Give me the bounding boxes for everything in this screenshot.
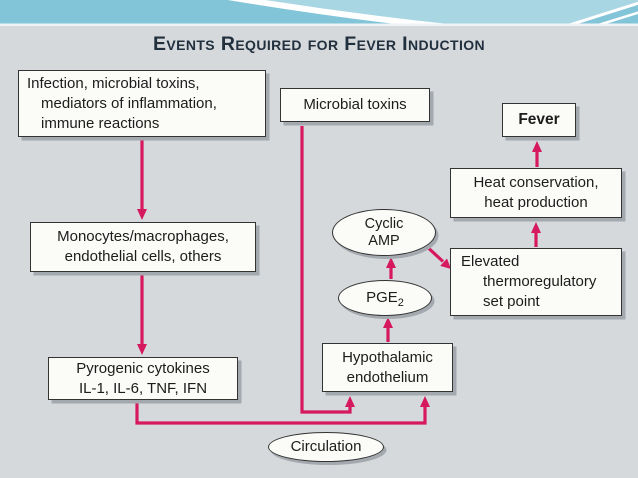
node-text-line: PGE2 (366, 288, 404, 309)
edge-pge2-to-cyclic-amp (386, 257, 396, 279)
node-text-line: Cyclic (364, 215, 404, 232)
node-monocytes-macrophages: Monocytes/macrophages, endothelial cells… (30, 222, 256, 272)
header-diagonal-line-1 (562, 1, 638, 26)
node-text-line: thermoregulatory (483, 273, 597, 290)
node-text-line: IL-1, IL-6, TNF, IFN (78, 379, 208, 397)
node-text-line: set point (483, 293, 540, 310)
node-text-line: Microbial toxins (303, 96, 407, 113)
edge-infection-to-monocytes (137, 140, 147, 220)
node-text-line: mediators of inflammation, (41, 95, 217, 112)
node-text-line: AMP (368, 232, 400, 249)
node-text-line: Circulation (290, 438, 362, 455)
node-fever: Fever (502, 103, 576, 137)
node-text-line: heat production (484, 194, 588, 211)
pge2-text: PGE (366, 288, 398, 306)
header-divider (0, 23, 638, 26)
page-title: Events Required for Fever Induction (152, 33, 486, 55)
edge-elevated-to-heat (531, 222, 541, 247)
node-text-line: Hypothalamic (342, 348, 433, 366)
node-heat-conservation: Heat conservation, heat production (450, 168, 622, 218)
node-infection-sources: Infection, microbial toxins, mediators o… (18, 70, 266, 137)
edge-monocytes-to-pyrogenic (137, 275, 147, 355)
node-text-line: Fever (518, 111, 560, 128)
node-pge2: PGE2 (338, 280, 432, 316)
node-text-line: Infection, microbial toxins, (27, 75, 200, 92)
header-light-region (244, 0, 638, 26)
node-hypothalamic-endothelium: Hypothalamic endothelium (322, 343, 453, 392)
node-text-line: Pyrogenic cytokines (76, 359, 210, 377)
node-pyrogenic-cytokines: Pyrogenic cytokines IL-1, IL-6, TNF, IFN (48, 357, 238, 400)
pge2-subscript: 2 (397, 296, 404, 309)
edge-cyclic-amp-to-elevated (422, 242, 451, 269)
node-cyclic-amp: Cyclic AMP (332, 209, 436, 256)
node-circulation: Circulation (268, 432, 384, 462)
edge-hypothalamic-to-pge2 (383, 317, 393, 342)
node-elevated-set-point: Elevated thermoregulatory set point (450, 248, 622, 316)
node-text-line: Elevated (461, 253, 520, 270)
node-microbial-toxins: Microbial toxins (280, 88, 430, 122)
node-text-line: endothelium (346, 368, 429, 386)
edge-heat-to-fever (532, 141, 542, 167)
header-wave-decoration (0, 0, 638, 26)
node-text-line: Heat conservation, (473, 174, 599, 191)
node-text-line: endothelial cells, others (64, 248, 222, 265)
node-text-line: Monocytes/macrophages, (57, 228, 229, 245)
edge-pyrogenic-to-hypothalamic-via-circulation (135, 396, 430, 425)
node-text-line: immune reactions (41, 115, 160, 132)
